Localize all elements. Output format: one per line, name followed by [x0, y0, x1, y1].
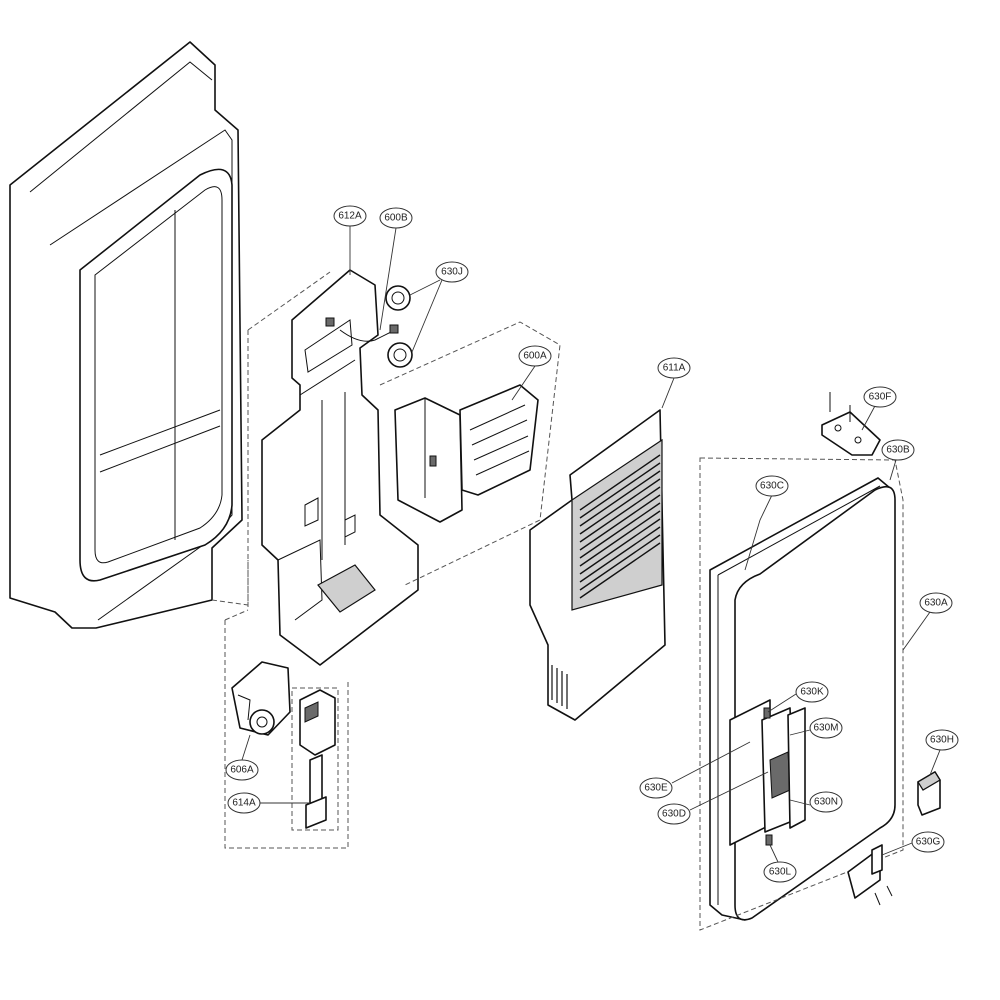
solenoid-assembly: [224, 620, 349, 849]
motor-assembly: [231, 661, 291, 736]
ice-compartment-cover: [529, 409, 666, 721]
grommet-parts: [385, 285, 413, 368]
callout-label: 611A: [663, 363, 686, 374]
callout-label: 630C: [760, 481, 784, 492]
callout-label: 630L: [769, 867, 792, 878]
callout-630g: 630G: [881, 831, 945, 856]
callout-label: 630F: [869, 392, 892, 403]
ice-maker: [224, 321, 561, 621]
callout-label: 606A: [230, 765, 254, 776]
callout-630h: 630H: [925, 729, 959, 776]
callout-630e: 630E: [639, 741, 751, 799]
hinge-cap: [917, 771, 941, 816]
callout-label: 630E: [644, 783, 668, 794]
callout-label: 614A: [232, 798, 256, 809]
callout-630d: 630D: [657, 771, 769, 825]
callout-630l: 630L: [763, 844, 797, 883]
callout-612a: 612A: [333, 205, 367, 275]
callout-label: 630H: [930, 735, 954, 746]
callout-630j: 630J: [409, 261, 469, 353]
callout-630a: 630A: [902, 592, 953, 651]
lower-hinge: [847, 844, 893, 906]
callout-label: 630M: [813, 723, 838, 734]
callout-630n: 630N: [789, 791, 843, 813]
callout-630b: 630B: [881, 439, 915, 481]
callout-label: 630B: [886, 445, 910, 456]
callout-label: 630G: [916, 837, 941, 848]
callout-600a: 600A: [511, 345, 552, 401]
callout-label: 630D: [662, 809, 686, 820]
dispenser-housing: [247, 269, 419, 666]
callout-label: 612A: [338, 211, 362, 222]
door-outer-shell: [9, 41, 249, 629]
callout-label: 630J: [441, 267, 463, 278]
upper-hinge: [821, 392, 881, 456]
callout-label: 630K: [800, 687, 824, 698]
callout-606a: 606A: [225, 734, 259, 781]
callout-label: 630A: [924, 598, 948, 609]
callout-614a: 614A: [227, 792, 310, 814]
callout-600b: 600B: [379, 207, 413, 331]
callout-label: 600B: [384, 213, 408, 224]
callout-label: 630N: [814, 797, 838, 808]
callout-630m: 630M: [789, 717, 843, 739]
callout-630k: 630K: [767, 681, 829, 713]
callout-630f: 630F: [861, 386, 897, 431]
callout-630c: 630C: [744, 475, 789, 571]
callout-611a: 611A: [657, 357, 691, 409]
callout-label: 600A: [523, 351, 547, 362]
